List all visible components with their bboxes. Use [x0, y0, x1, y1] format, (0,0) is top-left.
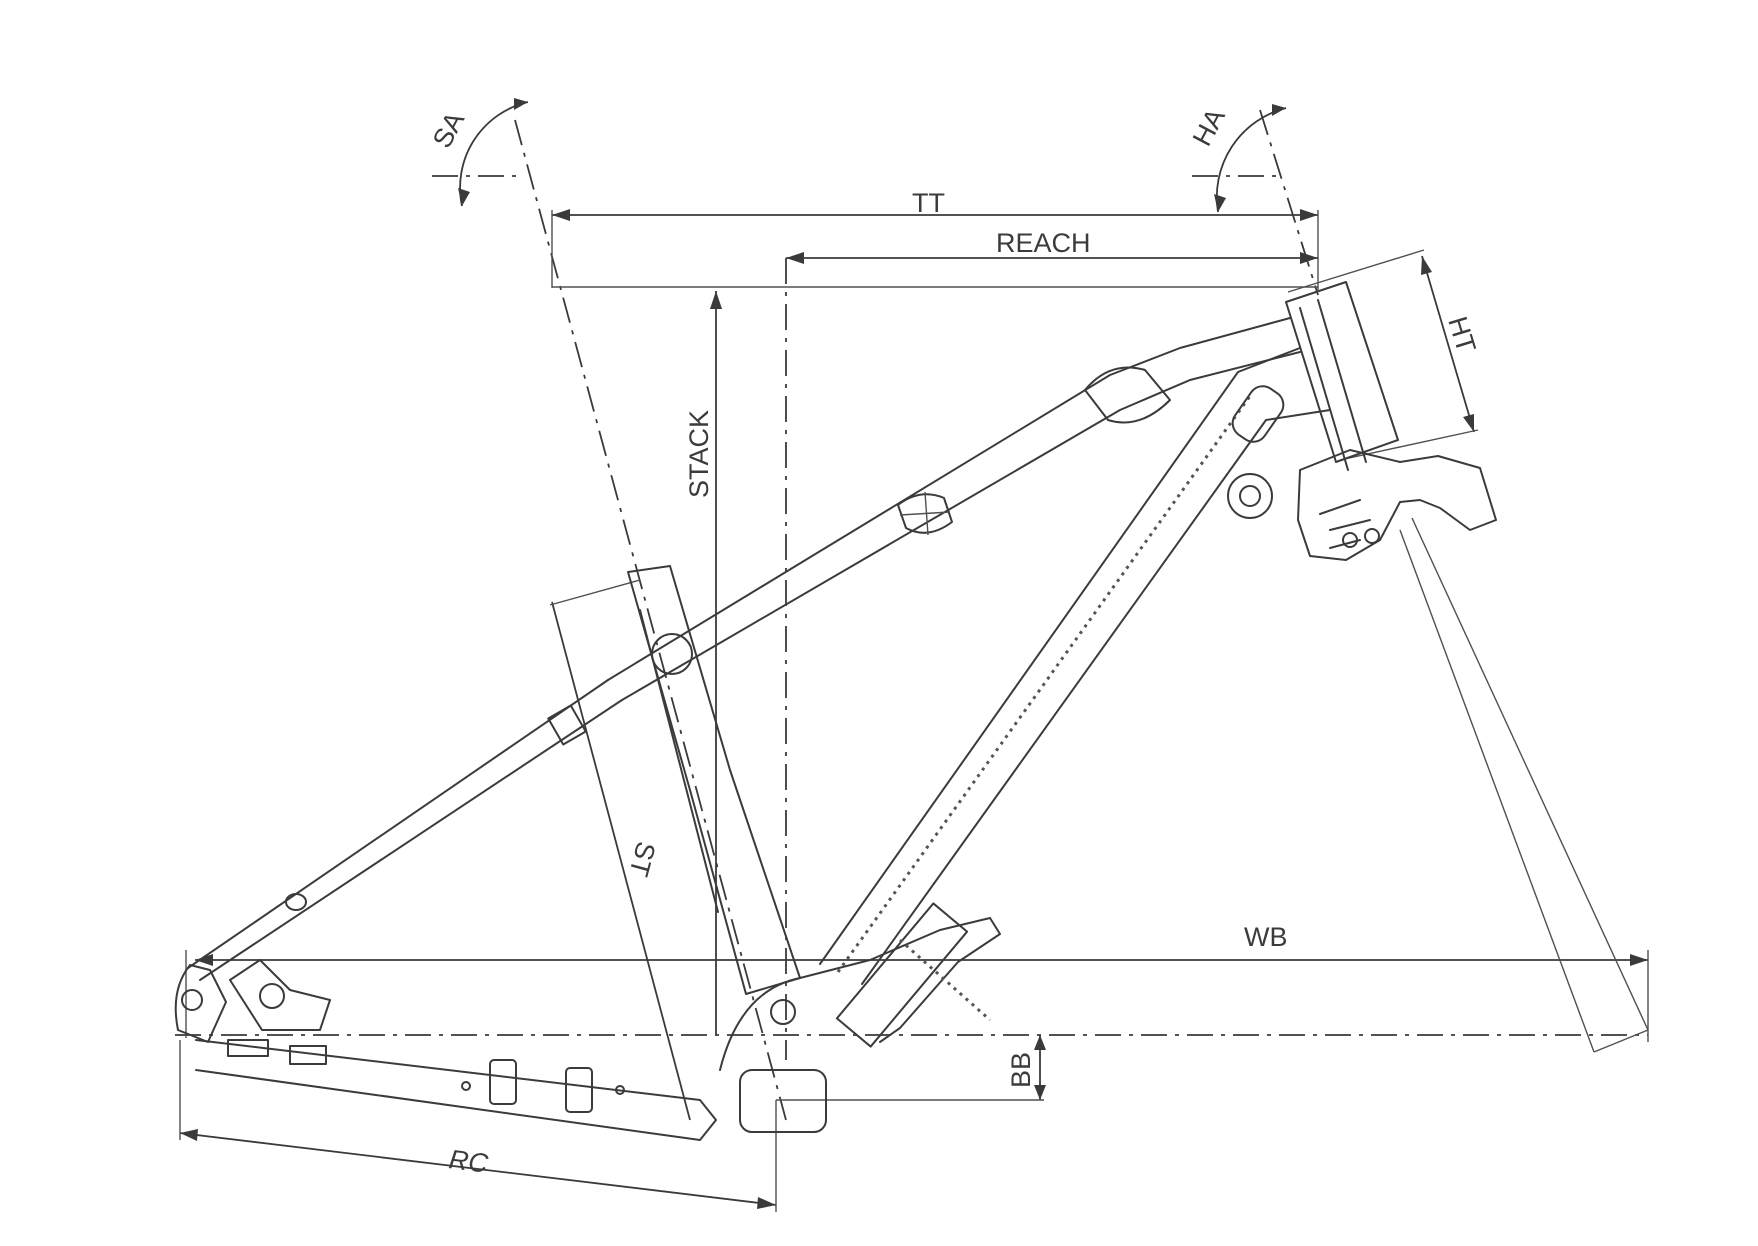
dimension-lines	[179, 98, 1649, 1212]
bb-label: BB	[1006, 1052, 1036, 1088]
rc-label: RC	[447, 1144, 490, 1179]
st-label: ST	[623, 838, 661, 879]
sa-label: SA	[427, 107, 470, 153]
dimension-labels: TT REACH STACK HT SA HA ST WB BB RC	[427, 104, 1482, 1179]
ht-label: HT	[1442, 313, 1481, 356]
wb-label: WB	[1244, 922, 1288, 952]
chain-stay	[195, 1039, 717, 1141]
fork-crown	[1297, 449, 1497, 561]
head-tube-axis	[1259, 109, 1319, 296]
head-tube	[1285, 281, 1399, 463]
rear-dropout	[174, 964, 227, 1043]
down-tube	[819, 347, 1301, 965]
ha-label: HA	[1187, 104, 1231, 151]
reference-lines	[175, 109, 1648, 1121]
tt-label: TT	[912, 188, 945, 218]
seat-stay	[187, 679, 609, 969]
motor-mount	[719, 917, 1001, 1071]
stack-label: STACK	[684, 410, 714, 498]
reach-label: REACH	[996, 228, 1091, 258]
bike-frame	[174, 281, 1497, 1141]
top-tube	[607, 317, 1291, 681]
